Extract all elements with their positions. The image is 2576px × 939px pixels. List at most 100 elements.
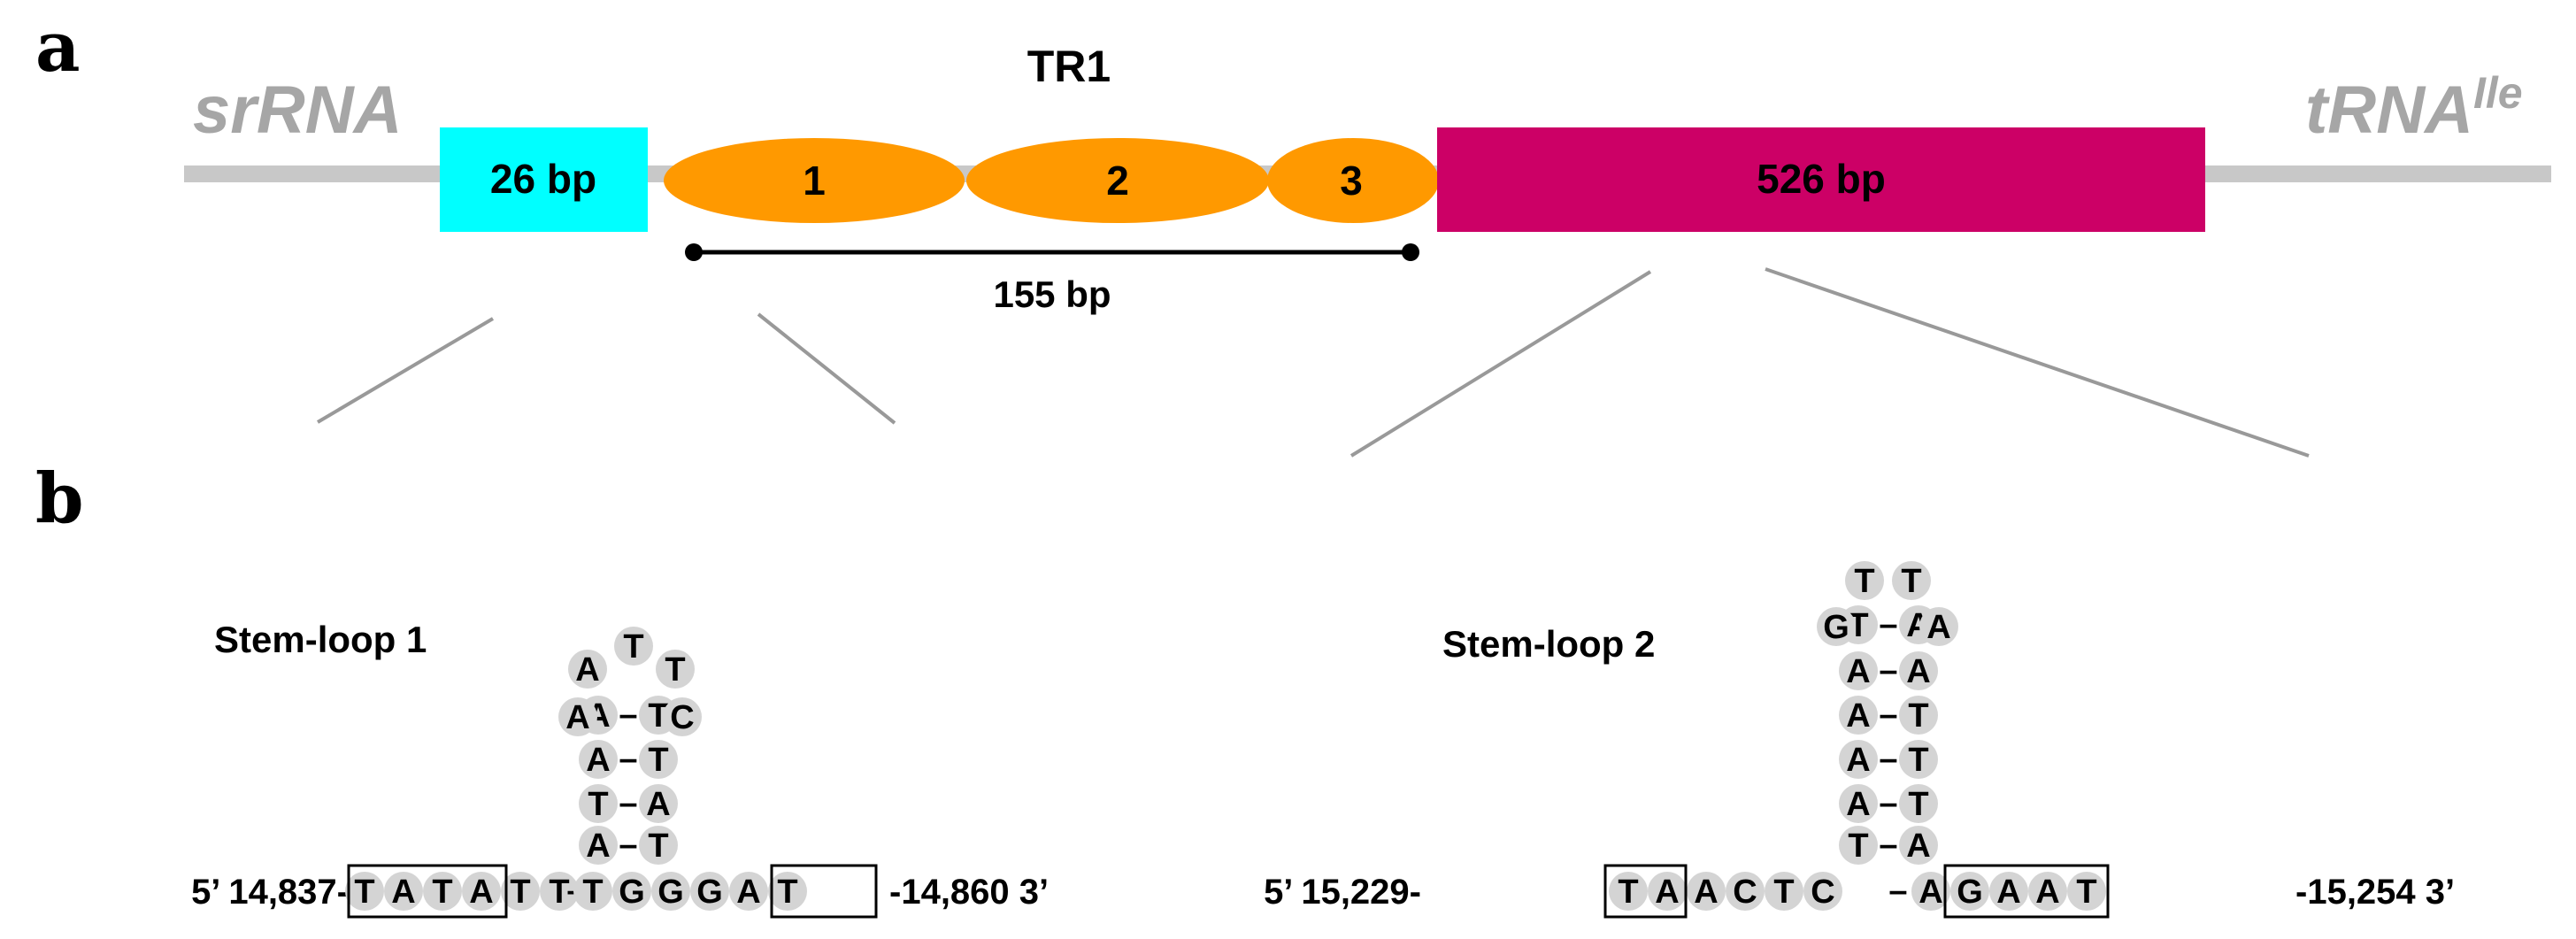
loop-nt-4: C bbox=[670, 699, 694, 736]
stem-left-nt-3-circle bbox=[1839, 696, 1878, 735]
stem-left-nt-1-circle bbox=[1839, 784, 1878, 823]
loop-nt-1: T bbox=[1854, 563, 1874, 600]
base-left-nt-3-circle bbox=[1726, 872, 1765, 911]
stem-right-nt-1: A bbox=[646, 786, 670, 823]
stem-loop-2-title: Stem-loop 2 bbox=[1442, 623, 1655, 665]
stem-pair-dash-3: – bbox=[1879, 697, 1897, 734]
stem-pair-dash-0: – bbox=[1879, 827, 1897, 864]
base-pair-dash: – bbox=[1888, 873, 1907, 910]
stem-left-nt-1: A bbox=[1846, 786, 1870, 823]
base-right-nt-3-circle bbox=[690, 872, 729, 911]
srrna-label: srRNA bbox=[193, 73, 403, 148]
stem-right-nt-1: T bbox=[1908, 786, 1928, 823]
stem-left-nt-4: A bbox=[1846, 653, 1870, 690]
stem-right-nt-0: T bbox=[648, 827, 668, 865]
stem-right-nt-0: A bbox=[1906, 827, 1930, 865]
base-right-nt-3: A bbox=[2035, 874, 2059, 911]
stem-left-nt-0-circle bbox=[1839, 826, 1878, 865]
base-left-nt-5: T bbox=[549, 874, 569, 911]
stem-left-nt-1: T bbox=[588, 786, 608, 823]
trna-ile-label: tRNAIle bbox=[2305, 68, 2523, 148]
base-right-nt-5: T bbox=[777, 874, 797, 911]
base-left-nt-0: T bbox=[1618, 874, 1638, 911]
span-155bp-label: 155 bp bbox=[993, 273, 1111, 315]
base-right-nt-4: A bbox=[736, 874, 760, 911]
base-right-nt-3-circle bbox=[2028, 872, 2067, 911]
stem-pair-dash-5: – bbox=[1879, 606, 1897, 643]
span-start-dot bbox=[685, 243, 703, 261]
base-right-nt-0-circle bbox=[573, 872, 612, 911]
loop-nt-3: T bbox=[665, 651, 685, 689]
base-left-nt-5-circle bbox=[1803, 872, 1842, 911]
base-left-nt-4: T bbox=[510, 874, 530, 911]
stem-right-nt-2-circle bbox=[639, 740, 678, 779]
base-left-nt-1-circle bbox=[1648, 872, 1687, 911]
base-left-nt-4: T bbox=[1773, 874, 1794, 911]
zoom-line-2a bbox=[1350, 270, 1652, 458]
base-left-nt-4-circle bbox=[501, 872, 540, 911]
zoom-line-1b bbox=[757, 312, 896, 425]
stem-right-nt-2: T bbox=[1908, 742, 1928, 779]
conserved-motif-box-0 bbox=[1603, 864, 1688, 919]
loop-nt-2-circle bbox=[1892, 561, 1931, 600]
base-right-nt-1-circle bbox=[612, 872, 651, 911]
stem-pair-dash-4: – bbox=[1879, 652, 1897, 689]
base-right-nt-4-circle bbox=[729, 872, 768, 911]
stem-pair-dash-1: – bbox=[1879, 785, 1897, 822]
stem-right-nt-0-circle bbox=[1899, 826, 1938, 865]
stem-loop-1-title: Stem-loop 1 bbox=[214, 619, 427, 660]
stem-loop-2-start-coordinate: 5’ 15,229- bbox=[1264, 873, 1421, 912]
stem-right-nt-4: A bbox=[1906, 653, 1930, 690]
stem-pair-dash-1: – bbox=[619, 785, 637, 822]
conserved-motif-box-1 bbox=[1943, 864, 2110, 919]
trna-superscript: Ile bbox=[2473, 68, 2523, 118]
stem-left-nt-3: A bbox=[1846, 697, 1870, 735]
repeat-unit-2-label: 2 bbox=[1106, 158, 1129, 204]
stem-right-nt-0-circle bbox=[639, 826, 678, 865]
base-left-nt-2: T bbox=[432, 874, 452, 911]
repeat-unit-1-label: 1 bbox=[803, 158, 826, 204]
base-left-nt-3: C bbox=[1733, 874, 1757, 911]
base-right-nt-4: T bbox=[2076, 874, 2096, 911]
base-left-nt-2-circle bbox=[423, 872, 462, 911]
base-right-nt-3: G bbox=[696, 874, 723, 911]
base-right-nt-1-circle bbox=[1950, 872, 1989, 911]
base-right-nt-2: G bbox=[657, 874, 684, 911]
base-left-nt-3-circle bbox=[462, 872, 501, 911]
conserved-motif-box-0 bbox=[347, 864, 508, 919]
base-left-nt-4-circle bbox=[1765, 872, 1803, 911]
base-left-nt-5-circle bbox=[540, 872, 579, 911]
base-left-nt-1: A bbox=[1655, 874, 1679, 911]
loop-nt-0-circle bbox=[1817, 607, 1856, 646]
stem-left-nt-1-circle bbox=[579, 784, 618, 823]
base-right-nt-4-circle bbox=[2067, 872, 2106, 911]
stem-right-nt-3-circle bbox=[1899, 696, 1938, 735]
stem-right-nt-3: T bbox=[1908, 697, 1928, 735]
stem-right-nt-3: T bbox=[648, 697, 668, 735]
base-left-nt-3: A bbox=[469, 874, 493, 911]
tr1-title: TR1 bbox=[1027, 42, 1111, 91]
conserved-motif-box-1 bbox=[770, 864, 878, 919]
stem-loop-1-structure: 5’ 14,837--14,860 3’TATATTATAATATT–––––T… bbox=[191, 627, 1049, 919]
loop-nt-3-circle bbox=[656, 650, 695, 689]
stem-left-nt-0: T bbox=[1848, 827, 1868, 865]
stem-right-nt-1-circle bbox=[1899, 784, 1938, 823]
stem-pair-dash-0: – bbox=[619, 827, 637, 864]
repeat-unit-2 bbox=[966, 138, 1269, 223]
loop-nt-3-circle bbox=[1919, 607, 1958, 646]
panel-a-letter: a bbox=[35, 7, 81, 88]
loop-nt-2-circle bbox=[614, 627, 653, 666]
base-right-nt-2-circle bbox=[651, 872, 690, 911]
loop-nt-3: A bbox=[1926, 609, 1950, 646]
span-end-dot bbox=[1402, 243, 1419, 261]
stem-pair-dash-2: – bbox=[1879, 741, 1897, 778]
stem-pair-dash-2: – bbox=[619, 741, 637, 778]
stem-left-nt-2-circle bbox=[1839, 740, 1878, 779]
loop-nt-2: T bbox=[623, 628, 643, 666]
trna-base: tRNA bbox=[2305, 73, 2473, 148]
loop-nt-0: G bbox=[1823, 609, 1849, 646]
stem-left-nt-0: A bbox=[586, 827, 610, 865]
base-right-nt-0: T bbox=[582, 874, 603, 911]
stem-right-nt-4-circle bbox=[1899, 651, 1938, 690]
